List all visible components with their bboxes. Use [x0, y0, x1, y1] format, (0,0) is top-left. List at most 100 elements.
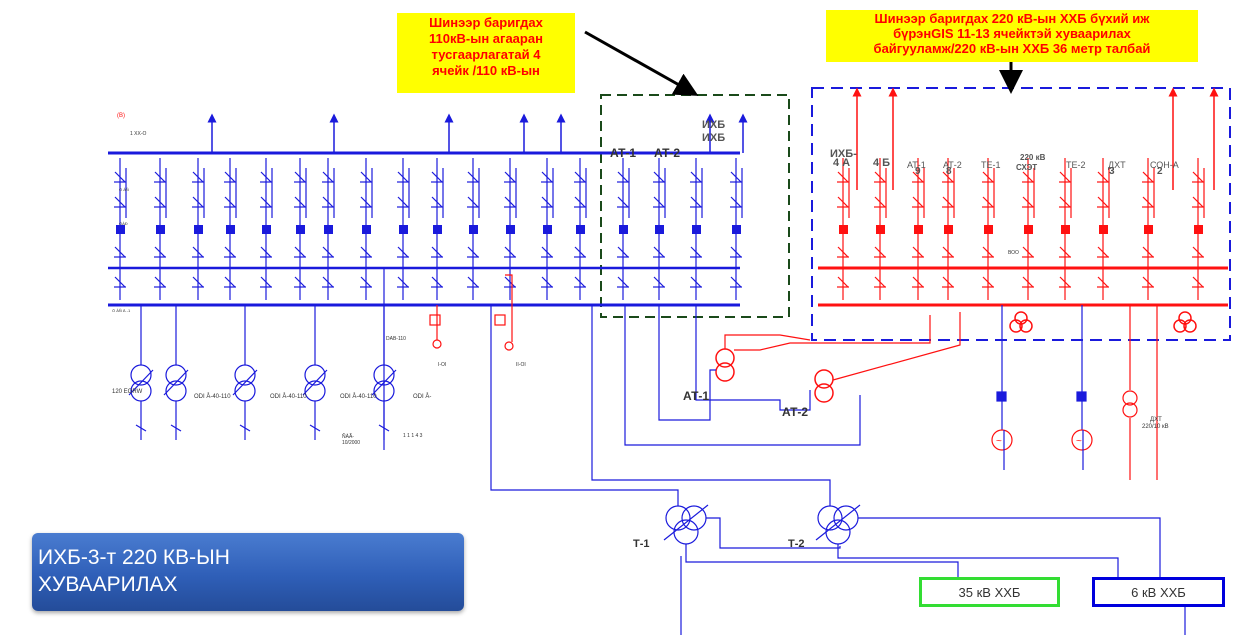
- at-connections: [624, 305, 961, 446]
- switchgear-6kv-box: 6 кВ ХХБ: [1092, 577, 1225, 607]
- label-cell-at2: АТ-2: [943, 160, 962, 170]
- note-new-220kv-gis: Шинээр баригдах 220 кВ-ын ХХБ бүхий иж б…: [826, 10, 1198, 62]
- note-right-line-3: байгууламж/220 кВ-ын ХХБ 36 метр талбай: [873, 41, 1151, 56]
- label-cell-dkht: ДХТ: [1108, 160, 1126, 170]
- bus-coupler-110: [140, 268, 385, 450]
- note-left-arrow: [584, 30, 699, 96]
- slide-title: ИХБ-3-т 220 КВ-ЫН ХУВААРИЛАХ: [32, 533, 464, 611]
- svg-text:~: ~: [1076, 436, 1082, 447]
- transformer-220-a: [1009, 311, 1033, 333]
- generator-feeder-2: ~: [1071, 305, 1093, 451]
- bay-110-10: [431, 158, 444, 300]
- bays-220kv: [837, 158, 1205, 300]
- new-220kv-gis-boundary: [811, 87, 1231, 341]
- label-ihb4a: ИХБ-: [830, 148, 857, 160]
- label-io1: I-OI: [438, 362, 446, 368]
- label-cell-2: 2: [1157, 166, 1163, 177]
- label-ihb-top: ИХБ: [702, 119, 725, 131]
- bay-110-1: [114, 158, 127, 300]
- label-mini8: Ö ÀÑ Ä -1: [112, 308, 131, 313]
- note-right-line-1: Шинээр баригдах 220 кВ-ын ХХБ бүхий иж: [874, 11, 1150, 26]
- label-tr5: ОDI Å-: [413, 393, 431, 400]
- label-mini3: 10/2000: [342, 440, 360, 446]
- bay-110-11: [467, 158, 480, 300]
- label-mini1: 1 ХХ-О: [130, 131, 147, 137]
- transformer-110-3: [232, 345, 258, 440]
- label-tr3: ОDI Å-40-110: [270, 393, 307, 400]
- bay-110-17: [690, 158, 703, 300]
- bay-110-15: [617, 158, 630, 300]
- transformer-220-b: [1173, 311, 1197, 333]
- label-cell-shet: СХЭТ: [1016, 163, 1037, 172]
- bay-110-5: [260, 158, 273, 300]
- bay-110-7: [322, 158, 335, 300]
- label-at1-top: АТ-1: [610, 146, 636, 160]
- autotransformer-at2: [814, 369, 834, 403]
- bay-110-18: [730, 158, 743, 300]
- slide-title-line-2: ХУВААРИЛАХ: [38, 573, 178, 596]
- outgoing-arrows-220kv: [852, 87, 1219, 190]
- bay-220-1: [837, 158, 850, 300]
- bay-110-12: [504, 158, 517, 300]
- bay-220-6: [1022, 158, 1035, 300]
- bay-110-14: [574, 158, 587, 300]
- dkht-transformer: [1003, 305, 1158, 480]
- label-dkht-kv: 220/10 кВ: [1142, 424, 1169, 430]
- bay-220-4: [942, 158, 955, 300]
- bay-220-3: [912, 158, 925, 300]
- label-mini9: (B): [117, 113, 125, 119]
- bay-220-7: [1059, 158, 1072, 300]
- bay-110-3: [192, 158, 205, 300]
- svg-text:~: ~: [996, 436, 1002, 447]
- note-left-line-1: Шинээр баригдах: [429, 15, 543, 30]
- label-at2-top: АТ-2: [654, 146, 680, 160]
- bay-110-2: [154, 158, 167, 300]
- transformer-110-2: [163, 345, 189, 440]
- bay-110-13: [541, 158, 554, 300]
- voltage-transformer-110: [429, 274, 514, 351]
- diagram-labels: АТ-1 АТ-2 АТ-1 АТ-2 ИХБ ИХБ ИХБ- 4 А 4 Б…: [112, 113, 1179, 550]
- note-right-line-2: бүрэнGIS 11-13 ячейктэй хуваарилах: [893, 26, 1131, 41]
- slide-title-line-1: ИХБ-3-т 220 КВ-ЫН: [38, 546, 230, 569]
- t-connections: [490, 305, 1186, 635]
- bay-110-8: [360, 158, 373, 300]
- transformer-t1: [663, 504, 709, 545]
- label-at2: АТ-2: [782, 405, 808, 419]
- transformer-110-4: [302, 345, 328, 440]
- transformers-110kv: [128, 345, 397, 440]
- label-cell-9: 9: [915, 166, 921, 177]
- label-4a: 4 А: [833, 157, 850, 169]
- note-left-line-3: тусгаарлагатай 4: [431, 47, 541, 62]
- label-ihb-top2: ИХБ: [702, 132, 725, 144]
- bay-110-4: [224, 158, 237, 300]
- label-cell-son: СОН-А: [1150, 160, 1179, 170]
- note-left-line-2: 110кВ-ын агааран: [429, 31, 543, 46]
- label-tr2: ОDI Å-40-110: [194, 393, 231, 400]
- label-cell-at1: АТ-1: [907, 160, 926, 170]
- transformer-110-1: [128, 345, 154, 440]
- label-cell-220: 220 кВ: [1020, 153, 1046, 162]
- label-mini7: Ö ÀÑ: [119, 187, 129, 192]
- bay-110-9: [397, 158, 410, 300]
- new-110kv-cells-boundary: [600, 94, 790, 318]
- label-cell-te1: ТЕ-1: [981, 160, 1001, 170]
- bay-220-8: [1097, 158, 1110, 300]
- bay-220-10: [1192, 158, 1205, 300]
- bus-110kv: [108, 151, 740, 307]
- autotransformer-at1: [715, 348, 735, 382]
- bus-220kv: [818, 266, 1228, 307]
- label-mini6: ÖÀÐ: [119, 221, 128, 226]
- switchgear-35kv-box: 35 кВ ХХБ: [919, 577, 1060, 607]
- label-t1: Т-1: [633, 538, 650, 550]
- label-cell-3: 3: [1109, 166, 1115, 177]
- label-4b: 4 Б: [873, 157, 890, 169]
- note-new-110kv-cells: Шинээр баригдах 110кВ-ын агааран тусгаар…: [397, 13, 575, 93]
- generator-feeder-1: ~: [991, 305, 1013, 451]
- label-tr4: ОDI Å-40-110: [340, 393, 377, 400]
- note-left-line-4: ячейк /110 кВ-ын: [432, 63, 540, 78]
- label-t2: Т-2: [788, 538, 805, 550]
- label-mini2: ÑÀÃ-: [342, 433, 354, 440]
- bay-110-16: [653, 158, 666, 300]
- bay-220-2: [874, 158, 887, 300]
